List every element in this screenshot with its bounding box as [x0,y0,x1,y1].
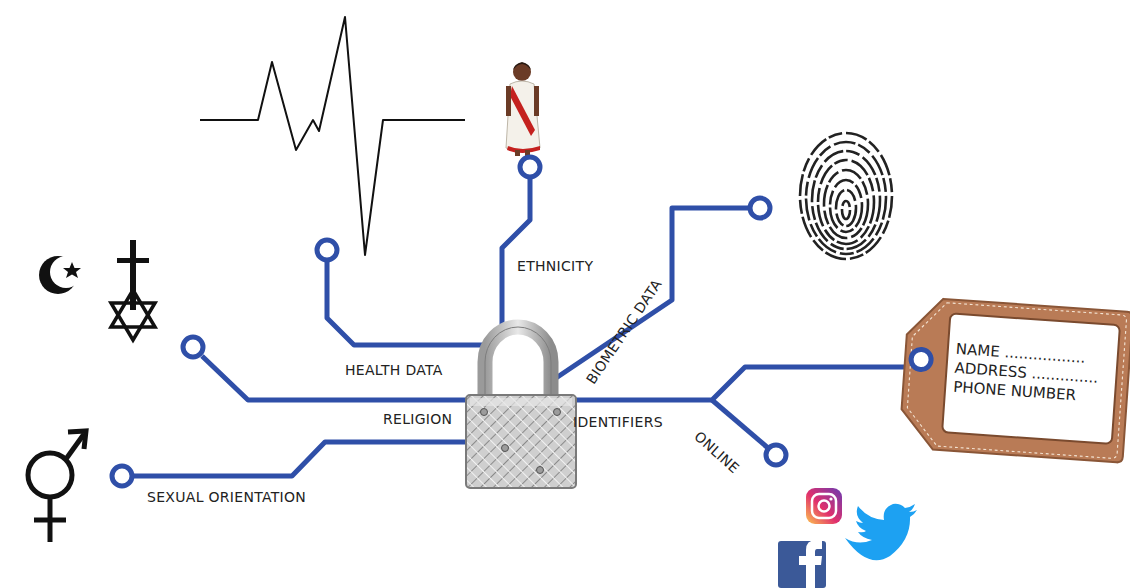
fingerprint-part [842,201,850,219]
tag-body [899,297,1130,463]
wire-endpoints-part [520,157,540,177]
padlock-part [485,327,551,400]
ethnicity-figure-part [534,86,539,116]
tag-stitching [905,301,1127,459]
tag-hole [910,349,931,370]
religion-symbols-part [111,290,155,327]
social-icons-part [778,541,826,588]
religion-symbols-part [130,240,136,310]
religion-symbols-part [50,256,82,288]
padlock-part [466,395,576,488]
gender-symbol-part [34,518,66,523]
gender-symbol-part [66,434,84,459]
tag-fields: NAME .................ADDRESS ..........… [953,340,1100,407]
category-label: HEALTH DATA [345,362,443,378]
social-icons-part [845,504,917,560]
gender-symbol-part [68,431,86,449]
fingerprint-part [836,190,856,226]
padlock-part [485,327,551,400]
religion-symbols-part [63,262,81,278]
ethnicity-figure-part [513,63,531,81]
data-wires-part [502,178,530,335]
category-label: BIOMETRIC DATA [583,276,665,387]
luggage-tag: NAME .................ADDRESS ..........… [893,288,1130,469]
padlock-part [502,445,509,452]
fingerprint-part [806,142,886,254]
fingerprint-part [824,170,868,238]
gender-symbol [28,431,86,542]
social-icons [778,488,917,588]
ethnicity-figure [506,62,540,156]
wire-endpoints-part [112,466,132,486]
wire-endpoints-part [183,337,203,357]
fingerprint-part [818,160,874,244]
fingerprint-part [830,180,862,232]
fingerprint-part [812,151,880,249]
heartbeat-line-part [200,17,465,255]
fingerprint-part [800,133,892,259]
social-icons-part [806,488,842,524]
ethnicity-figure-part [513,62,531,70]
ethnicity-figure-part [506,86,511,116]
category-label: ONLINE [691,428,742,476]
padlock [466,327,576,488]
data-wires-part [133,442,470,476]
category-label: IDENTIFIERS [573,414,663,430]
social-icons-part [829,497,832,500]
data-wires-part [575,367,909,400]
data-wires-part [202,356,470,400]
padlock-part [481,409,488,416]
category-label: ETHNICITY [517,258,593,274]
tag-label-card [942,313,1120,444]
social-icons-part [799,540,822,588]
social-icons-part [812,494,836,518]
padlock-part [554,409,561,416]
padlock-part [470,398,572,406]
ethnicity-figure-part [515,150,520,156]
wire-endpoints [112,157,786,486]
fingerprint [800,133,892,259]
data-wires-part [327,261,490,345]
religion-symbols-part [111,303,155,340]
wire-endpoints-part [317,240,337,260]
wire-endpoints-part [750,198,770,218]
wire-endpoints-part [766,445,786,465]
heartbeat-line [200,17,465,255]
category-label: SEXUAL ORIENTATION [147,489,306,505]
gender-symbol-part [28,453,72,497]
ethnicity-figure-part [510,86,535,136]
category-label: RELIGION [383,411,452,427]
religion-symbols [39,240,155,340]
religion-symbols-part [117,258,149,263]
ethnicity-figure-part [507,146,540,153]
padlock-part [537,467,544,474]
data-wires-part [712,400,768,448]
social-icons-part [819,501,830,512]
ethnicity-figure-part [506,81,540,151]
